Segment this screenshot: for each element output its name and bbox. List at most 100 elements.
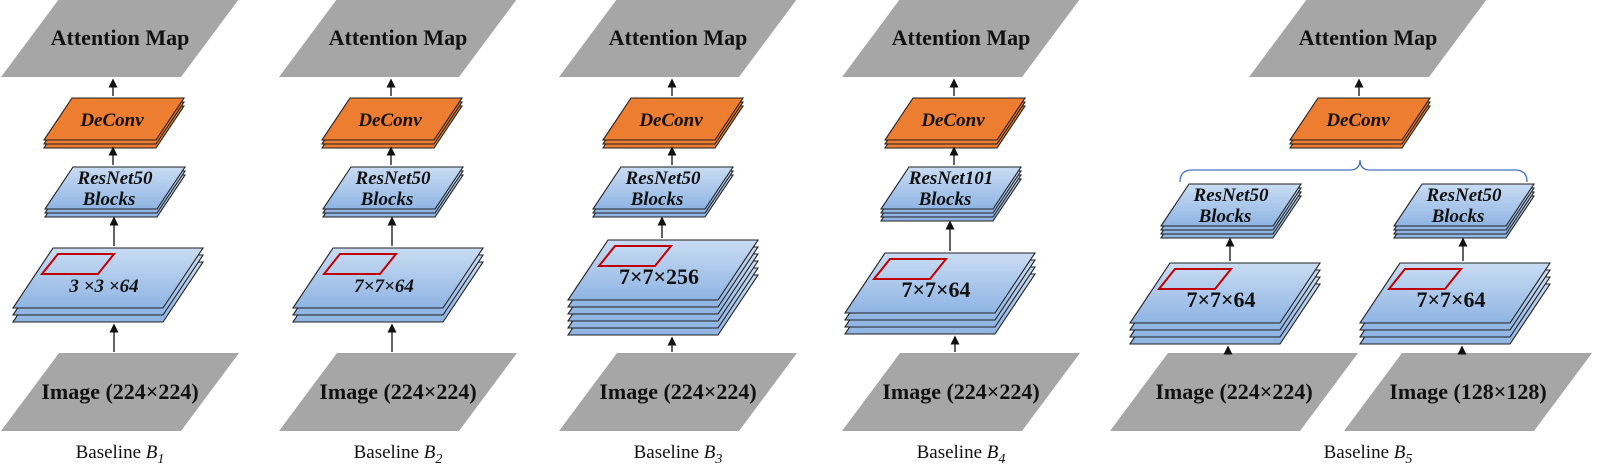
resnet-block-layer: [879, 166, 1023, 210]
resnet-label-line2: Blocks: [360, 189, 414, 210]
caption-prefix: Baseline: [634, 442, 704, 463]
attention-map-label: Attention Map: [609, 25, 748, 50]
kernel-size-label: 3 ×3 ×64: [68, 276, 138, 297]
kernel-size-label: 7×7×64: [354, 276, 414, 297]
attention-map-label: Attention Map: [51, 25, 190, 50]
caption-symbol: B: [146, 442, 158, 463]
resnet-block-layer: [1159, 183, 1303, 227]
deconv-label: DeConv: [79, 110, 144, 131]
input-image-label: Image (224×224): [41, 379, 198, 404]
baseline-caption: Baseline B2: [354, 442, 443, 467]
input-image-plane: [1344, 353, 1592, 431]
conv-feature-layer: [11, 247, 205, 309]
input-image-plane: [1110, 353, 1358, 431]
resnet-label-line2: Blocks: [918, 189, 972, 210]
input-image-plane: [559, 353, 797, 431]
caption-prefix: Baseline: [76, 442, 146, 463]
attention-map-label: Attention Map: [1299, 25, 1438, 50]
deconv-label: DeConv: [1325, 110, 1390, 131]
caption-prefix: Baseline: [917, 442, 987, 463]
conv-feature-layer: [566, 239, 760, 301]
caption-subscript: 3: [714, 452, 722, 467]
kernel-window: [39, 253, 117, 275]
resnet-block-layer: [43, 166, 187, 210]
caption-symbol: B: [987, 442, 999, 463]
conv-feature-layer: [1358, 262, 1552, 324]
resnet-block-layer: [591, 166, 735, 210]
attention-map-plane: [842, 0, 1080, 77]
input-image-plane: [842, 353, 1080, 431]
caption-subscript: 2: [435, 452, 442, 467]
deconv-layer: [320, 97, 464, 141]
baseline-caption: Baseline B5: [1324, 442, 1413, 467]
deconv-label: DeConv: [638, 110, 703, 131]
input-image-plane: [279, 353, 517, 431]
conv-feature-layer: [843, 252, 1037, 314]
resnet-label-line1: ResNet50: [77, 168, 153, 189]
resnet-label-line1: ResNet50: [1193, 185, 1269, 206]
baseline-caption: Baseline B3: [634, 442, 723, 467]
baseline-caption: Baseline B4: [917, 442, 1006, 467]
resnet-label-line1: ResNet50: [1426, 185, 1502, 206]
input-image-label: Image (224×224): [599, 379, 756, 404]
resnet-block-layer: [1392, 183, 1536, 227]
attention-map-plane: [559, 0, 797, 77]
deconv-label: DeConv: [920, 110, 985, 131]
caption-subscript: 5: [1405, 452, 1412, 467]
conv-feature-layer: [1128, 262, 1322, 324]
conv-feature-layer: [291, 247, 485, 309]
resnet-label-line1: ResNet50: [625, 168, 701, 189]
kernel-window: [871, 258, 949, 280]
input-image-label: Image (224×224): [882, 379, 1039, 404]
input-image-plane: [1, 353, 239, 431]
kernel-window: [1386, 268, 1464, 290]
caption-subscript: 1: [157, 452, 164, 467]
kernel-window: [321, 253, 399, 275]
caption-subscript: 4: [998, 452, 1005, 467]
deconv-layer: [42, 97, 186, 141]
resnet-block-layer: [321, 166, 465, 210]
resnet-label-line2: Blocks: [82, 189, 136, 210]
resnet-label-line2: Blocks: [1431, 206, 1485, 227]
caption-symbol: B: [424, 442, 436, 463]
input-image-label: Image (128×128): [1389, 379, 1546, 404]
deconv-layer: [1288, 97, 1432, 141]
deconv-layer: [601, 97, 745, 141]
attention-map-label: Attention Map: [892, 25, 1031, 50]
attention-map-label: Attention Map: [329, 25, 468, 50]
resnet-label-line2: Blocks: [630, 189, 684, 210]
attention-map-plane: [279, 0, 517, 77]
resnet-label-line2: Blocks: [1198, 206, 1252, 227]
kernel-window: [596, 245, 674, 267]
caption-prefix: Baseline: [354, 442, 424, 463]
kernel-size-label: 7×7×64: [1186, 287, 1255, 312]
attention-map-plane: [1, 0, 239, 77]
kernel-size-label: 7×7×256: [619, 264, 699, 289]
baseline-5: Attention MapDeConvResNet50Blocks7×7×64I…: [1110, 0, 1592, 467]
deconv-label: DeConv: [357, 110, 422, 131]
kernel-size-label: 7×7×64: [1416, 287, 1485, 312]
caption-symbol: B: [704, 442, 716, 463]
caption-prefix: Baseline: [1324, 442, 1394, 463]
input-image-label: Image (224×224): [319, 379, 476, 404]
baseline-caption: Baseline B1: [76, 442, 165, 467]
caption-symbol: B: [1394, 442, 1406, 463]
attention-map-plane: [1249, 0, 1487, 77]
deconv-layer: [883, 97, 1027, 141]
kernel-size-label: 7×7×64: [901, 277, 970, 302]
kernel-window: [1156, 268, 1234, 290]
resnet-label-line1: ResNet50: [355, 168, 431, 189]
resnet-label-line1: ResNet101: [908, 168, 993, 189]
